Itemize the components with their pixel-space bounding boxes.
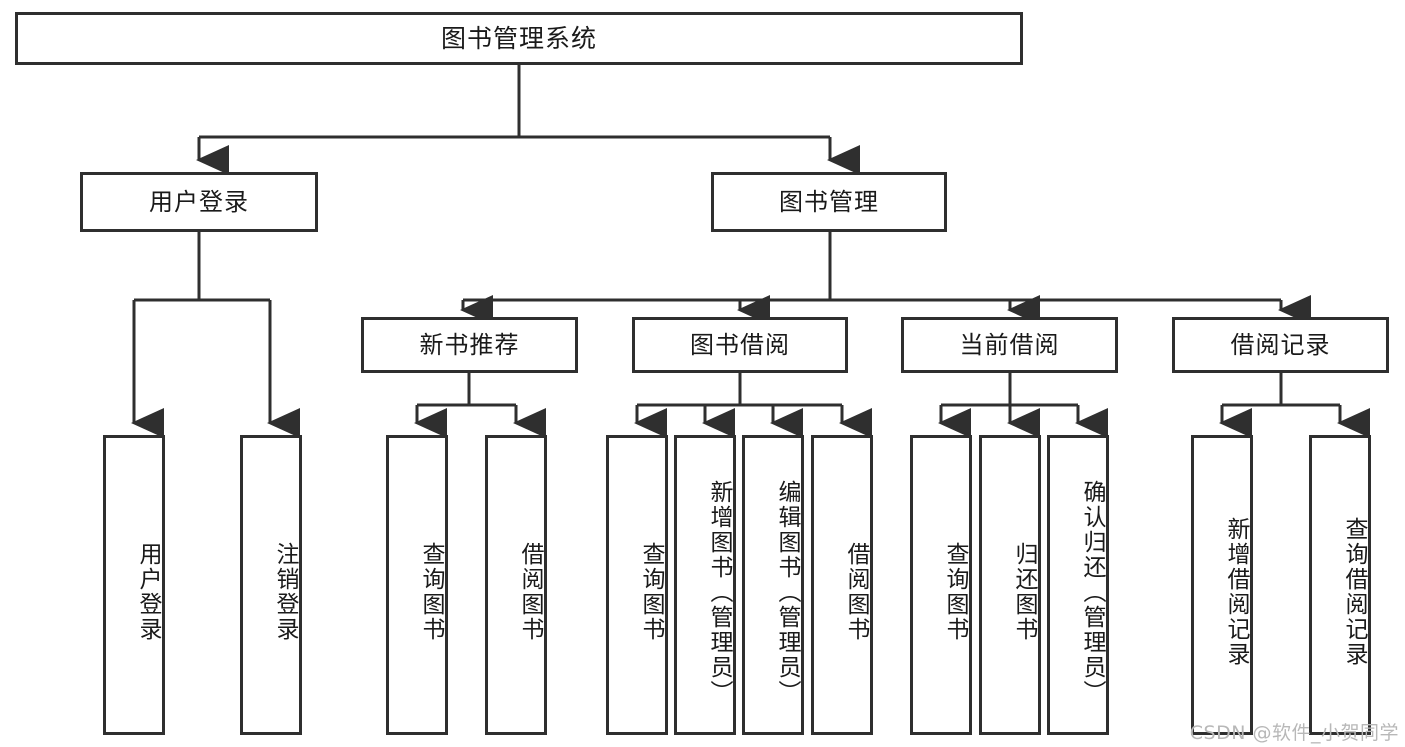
node-new-book-recommend-label: 新书推荐 xyxy=(419,330,520,359)
leaf-record-add-label: 新增借阅记录 xyxy=(1223,517,1249,667)
leaf-user-login-signout[interactable]: 注销登录 xyxy=(240,435,302,735)
leaf-new-book-borrow[interactable]: 借阅图书 xyxy=(485,435,547,735)
leaf-user-login-signin[interactable]: 用户登录 xyxy=(103,435,165,735)
leaf-borrow-query-book-label: 查询图书 xyxy=(638,542,664,642)
leaf-borrow-query-book[interactable]: 查询图书 xyxy=(606,435,668,735)
node-book-borrow-label: 图书借阅 xyxy=(690,330,790,359)
node-root-system-label: 图书管理系统 xyxy=(440,23,597,53)
leaf-record-query[interactable]: 查询借阅记录 xyxy=(1309,435,1371,735)
node-current-borrow-label: 当前借阅 xyxy=(959,330,1060,359)
node-root-system[interactable]: 图书管理系统 xyxy=(15,12,1023,65)
leaf-borrow-add-book-label: 新增图书（管理员） xyxy=(706,479,732,705)
leaf-new-book-query[interactable]: 查询图书 xyxy=(386,435,448,735)
leaf-current-query-book-label: 查询图书 xyxy=(942,542,968,642)
leaf-borrow-borrow-book-label: 借阅图书 xyxy=(843,542,869,642)
node-borrow-record[interactable]: 借阅记录 xyxy=(1172,317,1389,373)
leaf-current-return-book-label: 归还图书 xyxy=(1011,542,1037,642)
leaf-current-confirm-return-label: 确认归还（管理员） xyxy=(1079,479,1105,705)
node-book-borrow[interactable]: 图书借阅 xyxy=(632,317,848,373)
node-user-login-label: 用户登录 xyxy=(149,187,249,216)
leaf-record-add[interactable]: 新增借阅记录 xyxy=(1191,435,1253,735)
leaf-current-confirm-return[interactable]: 确认归还（管理员） xyxy=(1047,435,1109,735)
leaf-new-book-borrow-label: 借阅图书 xyxy=(517,542,543,642)
node-user-login[interactable]: 用户登录 xyxy=(80,172,318,232)
leaf-borrow-borrow-book[interactable]: 借阅图书 xyxy=(811,435,873,735)
node-current-borrow[interactable]: 当前借阅 xyxy=(901,317,1118,373)
leaf-borrow-edit-book[interactable]: 编辑图书（管理员） xyxy=(742,435,804,735)
leaf-user-login-signout-label: 注销登录 xyxy=(272,542,298,642)
node-book-management-label: 图书管理 xyxy=(779,187,879,216)
leaf-borrow-add-book[interactable]: 新增图书（管理员） xyxy=(674,435,736,735)
node-book-management[interactable]: 图书管理 xyxy=(711,172,947,232)
node-borrow-record-label: 借阅记录 xyxy=(1230,330,1331,359)
leaf-current-return-book[interactable]: 归还图书 xyxy=(979,435,1041,735)
leaf-new-book-query-label: 查询图书 xyxy=(418,542,444,642)
leaf-user-login-signin-label: 用户登录 xyxy=(135,542,161,642)
csdn-watermark: CSDN @软件_小贺同学 xyxy=(1189,722,1399,744)
leaf-record-query-label: 查询借阅记录 xyxy=(1341,517,1367,667)
node-new-book-recommend[interactable]: 新书推荐 xyxy=(361,317,578,373)
leaf-current-query-book[interactable]: 查询图书 xyxy=(910,435,972,735)
leaf-borrow-edit-book-label: 编辑图书（管理员） xyxy=(774,479,800,705)
